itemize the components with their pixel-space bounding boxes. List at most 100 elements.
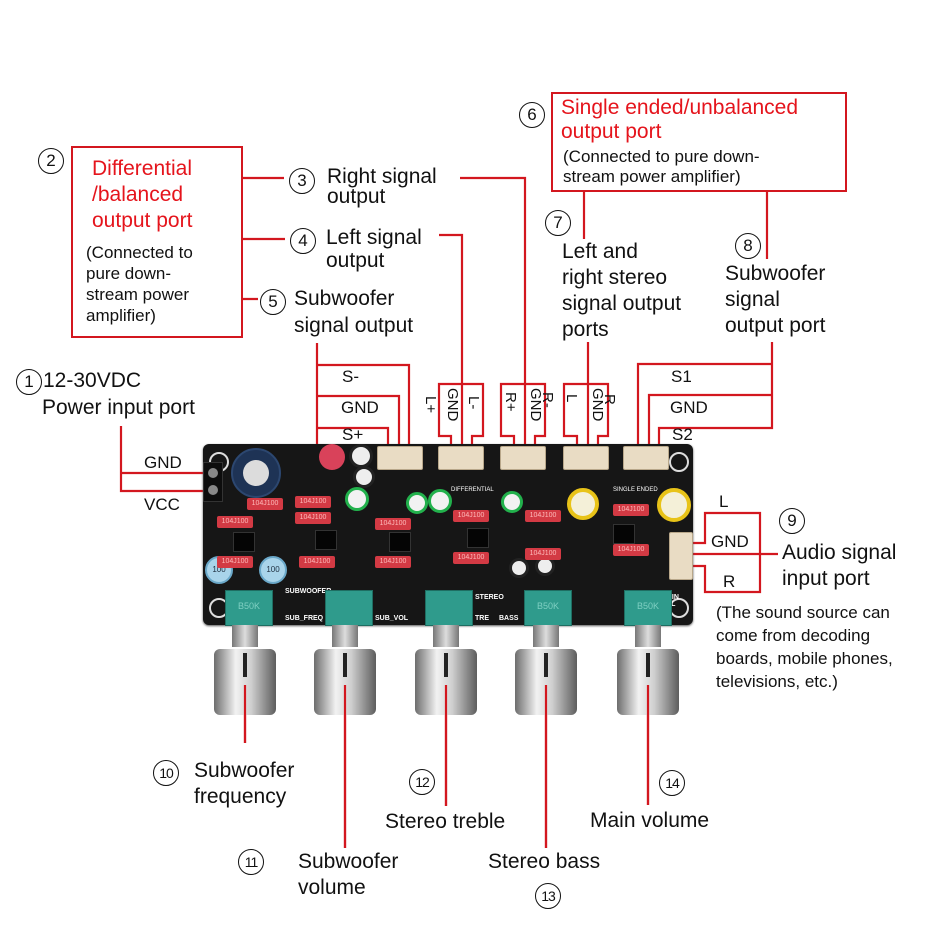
film-capacitor: 104J100 <box>375 518 411 530</box>
subwoofer-frequency-label-line2: frequency <box>194 785 287 808</box>
pin-label-r-plus: R+ <box>502 392 519 412</box>
callout-number-9: 9 <box>779 508 805 534</box>
pcb-board: 100 100 104J100 104J100 104J100 104J100 … <box>203 444 693 626</box>
op-amp-chip <box>315 530 337 550</box>
single-ended-note-line2: stream power amplifier) <box>563 167 741 186</box>
differential-note-line3: stream power <box>86 285 189 304</box>
film-capacitor: 104J100 <box>295 512 331 524</box>
silkscreen-tre: TRE <box>475 615 489 622</box>
silkscreen-bass: BASS <box>499 615 519 622</box>
power-pin-gnd: GND <box>144 453 182 472</box>
connector-left-diff[interactable] <box>438 446 484 470</box>
pin-label-l-gnd: GND <box>444 388 461 422</box>
single-ended-title-line1: Single ended/unbalanced <box>561 96 799 119</box>
connector-right-diff[interactable] <box>500 446 546 470</box>
subwoofer-volume-label-line2: volume <box>298 876 366 899</box>
left-signal-label-line2: output <box>326 249 385 272</box>
connector-stereo-se[interactable] <box>563 446 609 470</box>
differential-note-line2: pure down- <box>86 264 172 283</box>
silkscreen-differential: DIFFERENTIAL <box>451 487 494 493</box>
single-ended-note-line1: (Connected to pure down- <box>563 147 760 166</box>
pin-label-s-plus: S+ <box>342 425 364 444</box>
audio-pin-gnd: GND <box>711 532 749 551</box>
capacitor <box>509 558 529 578</box>
connector-subwoofer-diff[interactable] <box>377 446 423 470</box>
stereo-output-label-line1: Left and <box>562 240 638 263</box>
audio-input-label-line2: input port <box>782 567 870 590</box>
film-capacitor: 104J100 <box>217 516 253 528</box>
main-volume-label: Main volume <box>590 809 710 832</box>
pin-label-s1: S1 <box>671 367 692 386</box>
callout-number-4: 4 <box>290 228 316 254</box>
differential-note-line1: (Connected to <box>86 243 193 262</box>
stereo-output-label-line2: right stereo <box>562 266 668 289</box>
op-amp-chip <box>233 532 255 552</box>
right-signal-label-line2: output <box>327 185 386 208</box>
pot-treble <box>425 590 473 626</box>
op-amp-chip <box>613 524 635 544</box>
power-voltage-label: 12-30VDC <box>43 369 142 392</box>
power-input-label: Power input port <box>42 396 195 419</box>
callout-number-14: 14 <box>659 770 685 796</box>
silkscreen-sub-vol: SUB_VOL <box>375 615 409 622</box>
audio-pin-l: L <box>719 492 729 511</box>
single-ended-port-box <box>551 92 847 192</box>
pot-bass: B50K <box>524 590 572 626</box>
capacitor <box>349 444 373 468</box>
differential-title-line3: output port <box>92 209 193 232</box>
subwoofer-port-label-line1: Subwoofer <box>725 262 826 285</box>
subwoofer-frequency-label-line1: Subwoofer <box>194 759 295 782</box>
pot-sub-vol <box>325 590 373 626</box>
connector-audio-in[interactable] <box>669 532 693 580</box>
audio-input-label-line1: Audio signal <box>782 541 897 564</box>
pot-main-vol: B50K <box>624 590 672 626</box>
subwoofer-signal-label-line1: Subwoofer <box>294 287 395 310</box>
op-amp-chip <box>389 532 411 552</box>
film-capacitor: 104J100 <box>375 556 411 568</box>
film-capacitor: 104J100 <box>525 548 561 560</box>
audio-input-note-line3: boards, mobile phones, <box>716 649 893 668</box>
differential-port-box <box>71 146 243 338</box>
connector-subwoofer-se[interactable] <box>623 446 669 470</box>
callout-number-13: 13 <box>535 883 561 909</box>
audio-pin-r: R <box>723 572 736 591</box>
stereo-treble-label: Stereo treble <box>385 810 506 833</box>
callout-number-6: 6 <box>519 102 545 128</box>
capacitor <box>353 466 375 488</box>
audio-input-note-line1: (The sound source can <box>716 603 890 622</box>
green-capacitor <box>406 492 428 514</box>
red-capacitor <box>319 444 345 470</box>
film-capacitor: 104J100 <box>525 510 561 522</box>
pin-label-r-minus: R- <box>539 392 556 408</box>
subwoofer-signal-label-line2: signal output <box>294 314 414 337</box>
audio-input-note-line4: televisions, etc.) <box>716 672 838 691</box>
pin-label-s2: S2 <box>672 425 693 444</box>
film-capacitor: 104J100 <box>453 510 489 522</box>
pin-label-s-gnd: GND <box>670 398 708 417</box>
callout-number-8: 8 <box>735 233 761 259</box>
pin-label-l-plus: L+ <box>422 396 439 414</box>
film-capacitor: 104J100 <box>613 544 649 556</box>
callout-number-12: 12 <box>409 769 435 795</box>
pot-sub-freq: B50K <box>225 590 273 626</box>
subwoofer-port-label-line2: signal <box>725 288 780 311</box>
knob-subwoofer-frequency[interactable] <box>214 625 276 715</box>
blue-capacitor: 100 <box>259 556 287 584</box>
pin-label-l-minus: L- <box>465 396 482 410</box>
callout-number-7: 7 <box>545 210 571 236</box>
green-capacitor <box>345 487 369 511</box>
callout-number-5: 5 <box>260 289 286 315</box>
green-capacitor <box>501 491 523 513</box>
power-terminal[interactable] <box>203 462 223 502</box>
left-signal-label-line1: Left signal <box>326 226 422 249</box>
differential-title-line1: Differential <box>92 157 192 180</box>
film-capacitor: 104J100 <box>613 504 649 516</box>
film-capacitor: 104J100 <box>299 556 335 568</box>
film-capacitor: 104J100 <box>453 552 489 564</box>
op-amp-chip <box>467 528 489 548</box>
subwoofer-port-label-line3: output port <box>725 314 826 337</box>
power-pin-vcc: VCC <box>144 495 180 514</box>
yellow-capacitor <box>657 488 691 522</box>
stereo-bass-label: Stereo bass <box>488 850 601 873</box>
film-capacitor: 104J100 <box>247 498 283 510</box>
